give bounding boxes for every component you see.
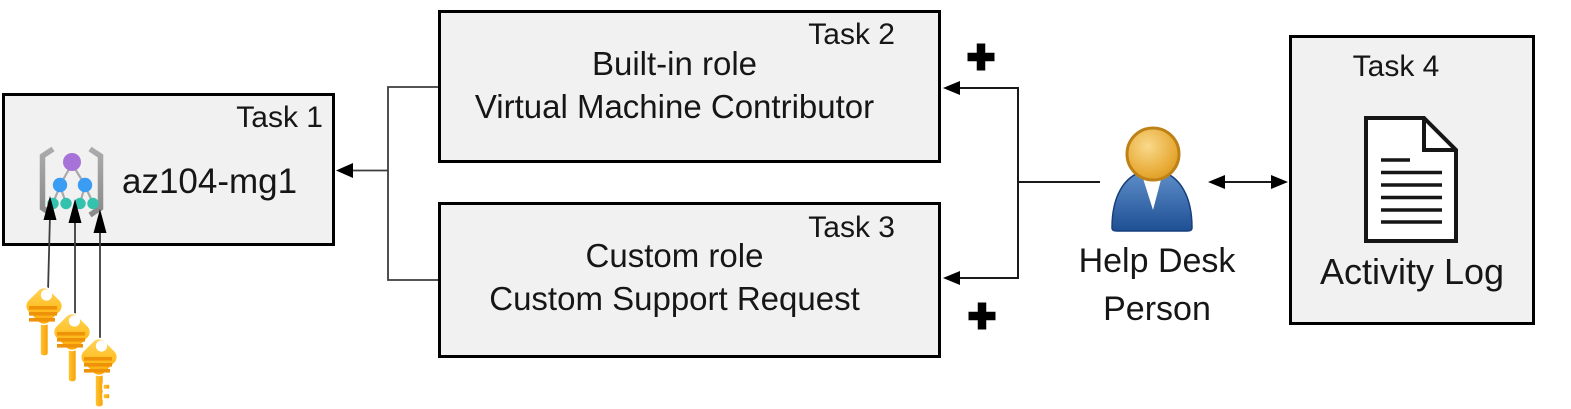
help-desk-person-label-line2: Person — [1103, 290, 1211, 328]
task1-box — [2, 93, 335, 246]
task2-role-text: Built-in role Virtual Machine Contributo… — [438, 42, 941, 128]
plus-icon-bottom — [968, 302, 996, 330]
help-desk-person-label-line1: Help Desk — [1078, 242, 1236, 280]
fork-connector-left — [351, 86, 438, 281]
task2-label: Task 2 — [808, 18, 895, 51]
task3-label: Task 3 — [808, 211, 895, 244]
task3-role-text: Custom role Custom Support Request — [438, 234, 941, 320]
plus-bottom-text: + — [0, 0, 1, 1]
task4-caption: Activity Log — [1319, 251, 1505, 292]
task2-role-type: Built-in role — [591, 45, 758, 82]
arrowhead-into-task2 — [943, 81, 960, 95]
key-icon — [24, 286, 64, 357]
arrowhead-into-task1 — [336, 163, 353, 178]
task3-role-type: Custom role — [585, 237, 764, 274]
plus-top-text: + — [0, 0, 1, 1]
task2-box — [438, 10, 941, 163]
task2-role-name: Virtual Machine Contributor — [474, 88, 875, 125]
task1-resource-name: az104-mg1 — [122, 162, 298, 201]
task1-label: Task 1 — [236, 101, 323, 134]
key-icon — [52, 312, 92, 383]
key-icon — [79, 337, 119, 408]
help-desk-person-label: Help Desk Person — [1057, 237, 1257, 333]
task3-role-name: Custom Support Request — [489, 280, 860, 317]
task3-box — [438, 202, 941, 358]
access-keys-icon — [24, 286, 119, 408]
task4-label: Task 4 — [1352, 50, 1440, 83]
double-arrow-person-task4 — [1208, 175, 1288, 189]
help-desk-person-icon — [1111, 126, 1193, 232]
arrowhead-into-task3 — [943, 271, 960, 285]
plus-icon-top — [967, 43, 995, 71]
